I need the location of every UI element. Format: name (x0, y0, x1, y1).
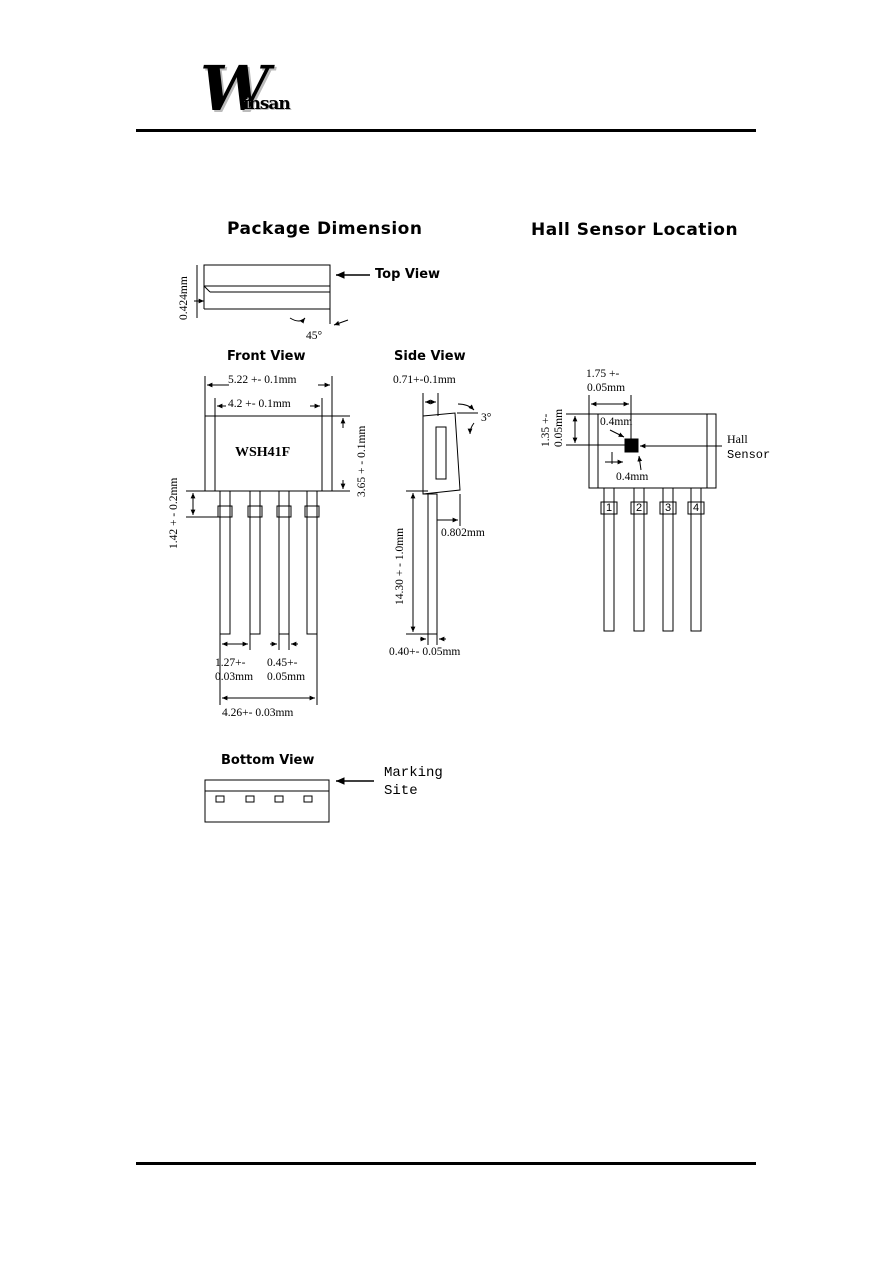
pin-4-label: 4 (693, 502, 700, 514)
hall-sensor-drawing (566, 395, 722, 632)
side-view-label: Side View (394, 349, 466, 364)
lead-width-line-2: 0.05mm (267, 671, 306, 683)
hall-x-offset-line-2: 0.05mm (587, 382, 626, 394)
package-dimension-heading: Package Dimension (227, 219, 423, 239)
header-rule (136, 129, 756, 132)
logo-initial: W (200, 52, 270, 125)
side-thickness: 0.71+-0.1mm (393, 374, 456, 386)
hall-x-offset-line-1: 1.75 +- (586, 368, 620, 380)
side-angle: 3° (481, 412, 492, 424)
pitch-line-2: 0.03mm (215, 671, 254, 683)
bottom-view-label: Bottom View (221, 753, 315, 768)
pin-1-label: 1 (606, 502, 613, 514)
hall-sensor-callout-line-1: Hall (727, 432, 748, 446)
sensor-size-bottom: 0.4mm (616, 471, 649, 483)
lead-width-line-1: 0.45+- (267, 657, 298, 669)
marking-site-line-1: Marking (384, 765, 443, 781)
front-inner-width: 4.2 +- 0.1mm (228, 398, 291, 410)
top-view-angle: 45° (306, 330, 323, 342)
side-lead-thickness: 0.40+- 0.05mm (389, 646, 461, 658)
footer-rule (136, 1162, 756, 1165)
sensor-size-top: 0.4mm (600, 416, 633, 428)
hall-sensor-callout-line-2: Sensor (727, 448, 771, 462)
side-lead-length: 14.30 + - 1.0mm (394, 527, 406, 605)
hall-sensor-location-heading: Hall Sensor Location (531, 220, 739, 240)
top-view-label: Top View (375, 267, 441, 282)
front-view-drawing (186, 376, 350, 705)
front-body-height: 3.65 + - 0.1mm (356, 425, 368, 497)
top-view-drawing (194, 264, 370, 326)
front-view-label: Front View (227, 349, 306, 364)
marking-site-line-2: Site (384, 783, 418, 799)
pin-3-label: 3 (665, 502, 672, 514)
pitch-line-1: 1.27+- (215, 657, 246, 669)
front-overall-width: 5.22 +- 0.1mm (228, 374, 297, 386)
top-view-thickness: 0.424mm (178, 276, 190, 320)
bottom-view-drawing (204, 777, 374, 823)
logo-wordmark: insan (243, 94, 291, 114)
side-view-drawing (406, 393, 478, 645)
lead-span: 4.26+- 0.03mm (222, 707, 294, 719)
hall-y-offset-line-1: 1.35 +- (540, 413, 552, 447)
front-standoff: 1.42 + - 0.2mm (168, 477, 180, 549)
pin-2-label: 2 (636, 502, 643, 514)
part-marking: WSH41F (235, 445, 291, 460)
hall-y-offset-line-2: 0.05mm (553, 408, 565, 447)
side-lead-offset: 0.802mm (441, 527, 485, 539)
